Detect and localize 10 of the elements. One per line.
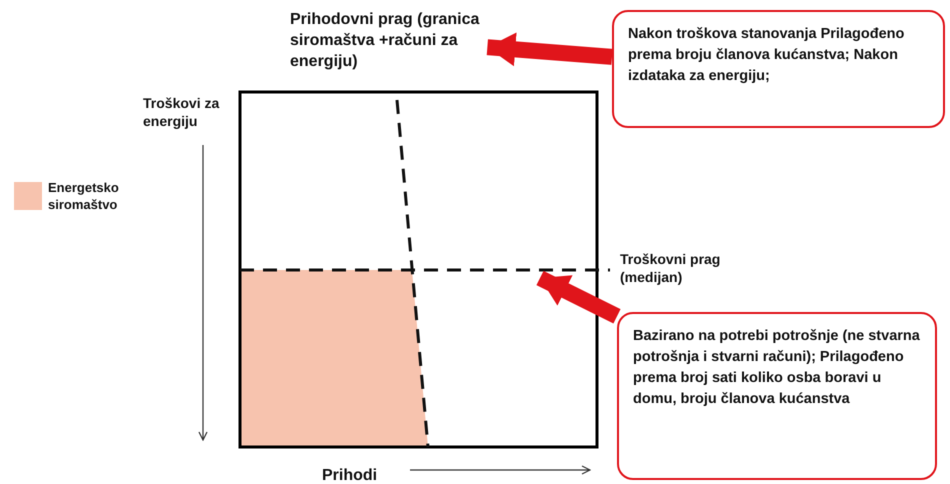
legend-label: Energetsko siromaštvo: [48, 180, 120, 214]
dashed-threshold-line: [240, 268, 610, 272]
axis-label: Prihodi: [322, 466, 378, 484]
threshold-label: Prihodovni prag (granica siromaštva +računi za energiju): [290, 10, 515, 72]
threshold-label: Troškovni prag (medijan): [620, 250, 722, 286]
note-box: Bazirano na potrebi potrošnje (ne stvarna potrošnja i stvarni računi); Prilagođeno prema broj sati koliko osba boravi u domu, broju članova kućanstva: [617, 312, 937, 480]
arrow: [536, 270, 621, 324]
arrow: [486, 32, 613, 66]
axis-label: Troškovi za energiju: [143, 94, 220, 130]
note-box: Nakon troškova stanovanja Prilagođeno prema broju članova kućanstva; Nakon izdataka za energiju;: [612, 10, 945, 128]
